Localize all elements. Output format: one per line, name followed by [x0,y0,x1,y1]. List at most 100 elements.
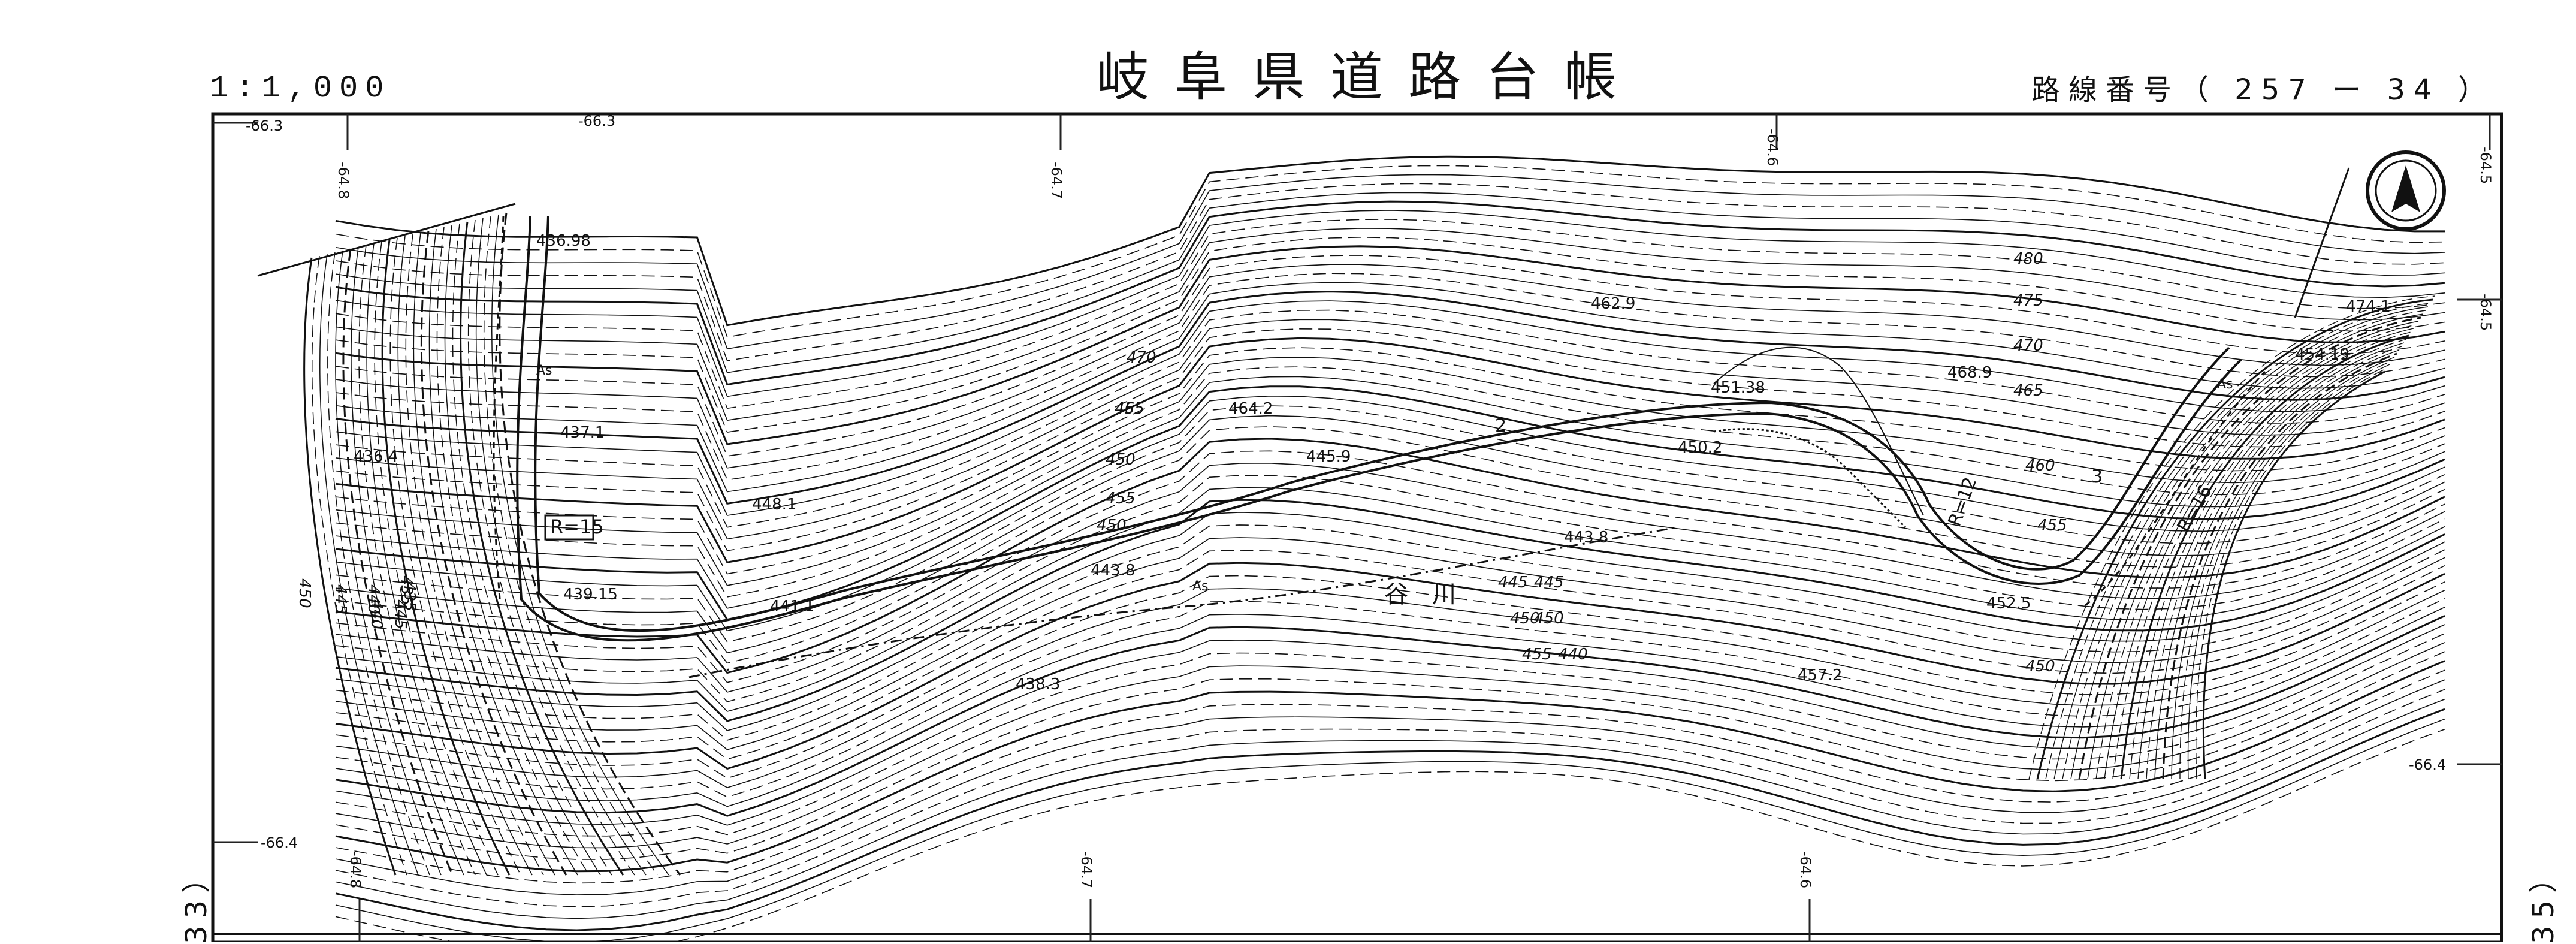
map-scale: 1:1,000 [210,71,391,106]
contour-label: 445 [331,584,349,614]
contour-label: 480 [2013,250,2043,268]
contour-line [2095,324,2417,780]
contour-line [335,219,2445,409]
spot-height: 452.5 [1986,595,2031,613]
contour-line [335,245,2445,445]
contour-label: 470 [2013,337,2043,355]
contour-line [335,499,2445,722]
contour-line [335,309,2445,528]
contour-line [389,237,521,876]
cut-slope [1713,346,1924,516]
contour-label: 450 [2025,658,2055,675]
contour-line [2137,342,2405,780]
contour-line [2202,370,2385,780]
contour-line [444,225,601,876]
contour-line [303,257,397,876]
grid-label-bottom-x2: -64.7 [1078,851,1095,888]
contour-label: 450 [1097,517,1127,535]
road-dashed-edge-2 [2085,370,2266,607]
spot-height: 462.9 [1591,295,1635,313]
contour-line [335,475,2445,702]
contour-line [335,165,2445,338]
contour-line [335,462,2445,693]
grid-label-top-x1: -64.8 [335,162,352,199]
contour-line [460,221,624,876]
spot-height: 451.38 [1711,379,1765,397]
contour-line [467,219,635,876]
contour-line [475,218,647,876]
road-edge-upper [516,215,2242,642]
contour-line [335,450,2445,683]
contour-line [335,708,2445,931]
contour-line [319,254,419,876]
spot-height: 468.9 [1947,364,1992,382]
grid-label-bottom-x3: -64.6 [1797,851,1814,888]
contour-line [311,255,407,876]
contour-line [483,216,658,876]
asphalt-label: As [1192,579,1209,594]
spot-height-layer: 436.98 437.1 436.4 439.15 448.1 441.1 44… [354,232,2390,693]
culvert [1713,428,1907,529]
contour-line [327,252,430,876]
contour-line [335,155,2445,327]
contour-line [335,642,2445,849]
contour-label: 455 [1106,490,1136,508]
contour-label: 445 [391,599,409,629]
contour-label: 440 [364,584,382,614]
contour-line [436,227,590,876]
contour-line [335,679,2445,895]
contour-line [2162,352,2397,780]
spot-height: 439.15 [563,586,618,604]
contour-line [335,415,2445,654]
contour-line [335,607,2445,807]
contour-line [335,524,2445,741]
contour-label: 475 [2013,292,2043,310]
contour-label: 435 [400,581,418,611]
contour-line [335,385,2445,621]
spot-height: 450.2 [1678,439,1722,457]
contour-line [366,243,487,876]
contour-line [335,192,2445,373]
contour-line [335,282,2445,493]
contour-line [335,376,2445,609]
page-title: 岐阜県道路台帳 [1097,46,1642,108]
contour-line [2087,321,2419,780]
contour-line [335,512,2445,731]
spot-height: 464.2 [1228,400,1273,418]
contour-label: 440 [1558,646,1588,663]
contour-line [335,366,2445,598]
spot-height: 441.1 [770,598,814,616]
contour-label: 470 [1127,349,1156,367]
contour-line [2036,298,2433,780]
road-edge-lower [534,215,2230,632]
grid-label-right-lower: -66.4 [2409,756,2446,773]
contour-line [2146,346,2402,780]
contour-line [335,174,2445,349]
contour-line [2045,303,2431,780]
contour-line [452,223,612,876]
contour-line [499,212,681,876]
contour-line [2070,313,2424,780]
contour-line [374,241,499,876]
contour-line [335,210,2445,397]
section-number-2: 2 [1495,415,1506,436]
spot-height: 448.1 [752,496,796,514]
contour-line [2171,357,2395,780]
contour-line [335,347,2445,575]
road-dashed-edge [493,215,505,606]
contour-label: 465 [1115,400,1144,418]
grid-labels: -66.3 -66.3 -64.8 -64.7 -64.6 -64.5 -64.… [246,113,2494,888]
contour-line [342,248,454,876]
contour-label: 435 [397,575,415,605]
grid-label-top-x2: -64.7 [1048,162,1065,199]
spot-height: 437.1 [560,424,605,442]
contour-line [335,405,2445,643]
grid-label-bottom-x1: -64.8 [347,851,364,888]
contour-line [351,246,464,876]
contour-line [335,255,2445,457]
radius-box-left [544,514,594,541]
contour-label: 450 [1534,610,1564,628]
contour-label-layer: 480 475 470 465 460 455 450 445 440 435 … [295,250,2067,675]
contour-line [2196,367,2388,780]
